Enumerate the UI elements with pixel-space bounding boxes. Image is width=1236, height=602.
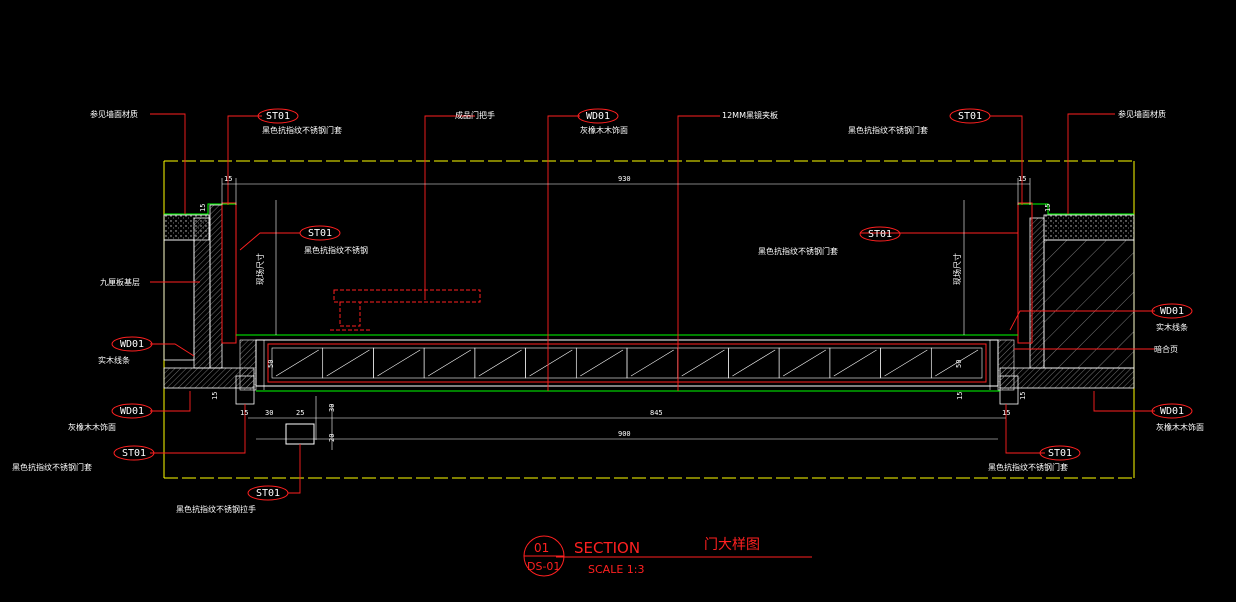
label-st-left-mid: 黑色抗指纹不锈钢 xyxy=(304,245,368,255)
tag-st01-top-left: ST01 xyxy=(266,111,290,122)
dim-900: 900 xyxy=(618,430,631,438)
title-section: SECTION xyxy=(574,539,640,557)
label-st-top-right: 黑色抗指纹不锈钢门套 xyxy=(848,125,928,135)
dim-930: 930 xyxy=(618,175,631,183)
label-wd-top: 灰橡木木饰面 xyxy=(580,125,628,135)
label-wood-strip-left: 实木线条 xyxy=(98,355,130,365)
label-st-bottom-left: 黑色抗指纹不锈钢门套 xyxy=(12,462,92,472)
tag-wd01-bottom-right: WD01 xyxy=(1160,406,1184,417)
door-core-diagonal xyxy=(529,349,573,377)
tag-st01-top-right: ST01 xyxy=(958,111,982,122)
tag-st01-left-mid: ST01 xyxy=(308,228,332,239)
dim-25: 25 xyxy=(296,409,304,417)
dimension-lines xyxy=(221,178,1031,450)
tag-wd01-top: WD01 xyxy=(586,111,610,122)
tag-st01-handle-bottom: ST01 xyxy=(256,488,280,499)
dim-50-a: 50 xyxy=(267,360,275,368)
left-wall xyxy=(163,202,255,405)
label-st-top-left: 黑色抗指纹不锈钢门套 xyxy=(262,125,342,135)
dim-15-f: 15 xyxy=(199,204,207,212)
dim-15-top-left: 15 xyxy=(224,175,232,183)
dim-20: 20 xyxy=(328,434,336,442)
label-handle-bottom: 黑色抗指纹不锈钢拉手 xyxy=(176,504,256,514)
title-sheet: DS-01 xyxy=(527,560,560,573)
door-core-diagonal xyxy=(580,349,624,377)
dim-15-a: 15 xyxy=(240,409,248,417)
title-scale: SCALE 1:3 xyxy=(588,563,644,576)
door-handle xyxy=(330,289,481,331)
door-core-diagonal xyxy=(732,349,776,377)
door-core-diagonal xyxy=(427,349,472,377)
tag-st01-right-mid: ST01 xyxy=(868,229,892,240)
door-core-diagonal xyxy=(782,349,827,377)
label-wd-bottom-left: 灰橡木木饰面 xyxy=(68,422,116,432)
door-core-diagonal xyxy=(478,349,522,377)
door-core-diagonal xyxy=(630,349,674,377)
tag-wd01-bottom-left: WD01 xyxy=(120,406,144,417)
label-size-right: 现场尺寸 xyxy=(952,253,962,285)
tag-wd01-left-mid: WD01 xyxy=(120,339,144,350)
label-wd-bottom-right: 灰橡木木饰面 xyxy=(1156,422,1204,432)
dim-15-g: 15 xyxy=(1019,392,1027,400)
label-panel: 12MM黑镜夹板 xyxy=(722,110,778,120)
leader-lines xyxy=(150,113,1155,494)
dim-15-top-right: 15 xyxy=(1018,175,1026,183)
label-st-right-mid: 黑色抗指纹不锈钢门套 xyxy=(758,246,838,256)
door-core-diagonal xyxy=(275,349,319,377)
label-wood-strip-right: 实木线条 xyxy=(1156,322,1188,332)
title-number: 01 xyxy=(534,541,549,555)
sheet-frame xyxy=(163,160,1135,479)
door-core-cell xyxy=(930,347,983,379)
tag-st01-bottom-right: ST01 xyxy=(1048,448,1072,459)
label-size-left: 现场尺寸 xyxy=(255,253,265,285)
label-wall-left: 参见墙面材质 xyxy=(90,109,138,119)
label-wall-right: 参见墙面材质 xyxy=(1118,109,1166,119)
tag-st01-bottom-left: ST01 xyxy=(122,448,146,459)
label-st-bottom-right: 黑色抗指纹不锈钢门套 xyxy=(988,462,1068,472)
door-core-diagonal xyxy=(884,349,928,377)
title-name: 门大样图 xyxy=(704,537,760,553)
tag-wd01-right-mid: WD01 xyxy=(1160,306,1184,317)
tag-ellipses xyxy=(111,108,1193,501)
right-wall xyxy=(999,202,1135,405)
door-core-diagonal xyxy=(326,349,370,377)
dim-30-b: 30 xyxy=(328,404,336,412)
dim-15-d: 15 xyxy=(956,392,964,400)
label-board-left: 九厘板基层 xyxy=(100,277,140,287)
door-core-diagonal xyxy=(935,349,979,377)
door-core-diagonal xyxy=(377,349,421,377)
dim-15-e: 15 xyxy=(1044,204,1052,212)
door-leaf xyxy=(236,334,1018,392)
door-core-diagonal xyxy=(833,349,877,377)
bottom-pull xyxy=(285,423,315,445)
dim-30-a: 30 xyxy=(265,409,273,417)
label-handle: 成品门把手 xyxy=(455,110,495,120)
dim-845: 845 xyxy=(650,409,663,417)
dim-15-c: 15 xyxy=(211,392,219,400)
door-core-diagonal xyxy=(681,349,725,377)
dim-50-b: 50 xyxy=(955,360,963,368)
dim-15-b: 15 xyxy=(1002,409,1010,417)
label-hinge: 暗合页 xyxy=(1154,344,1178,354)
